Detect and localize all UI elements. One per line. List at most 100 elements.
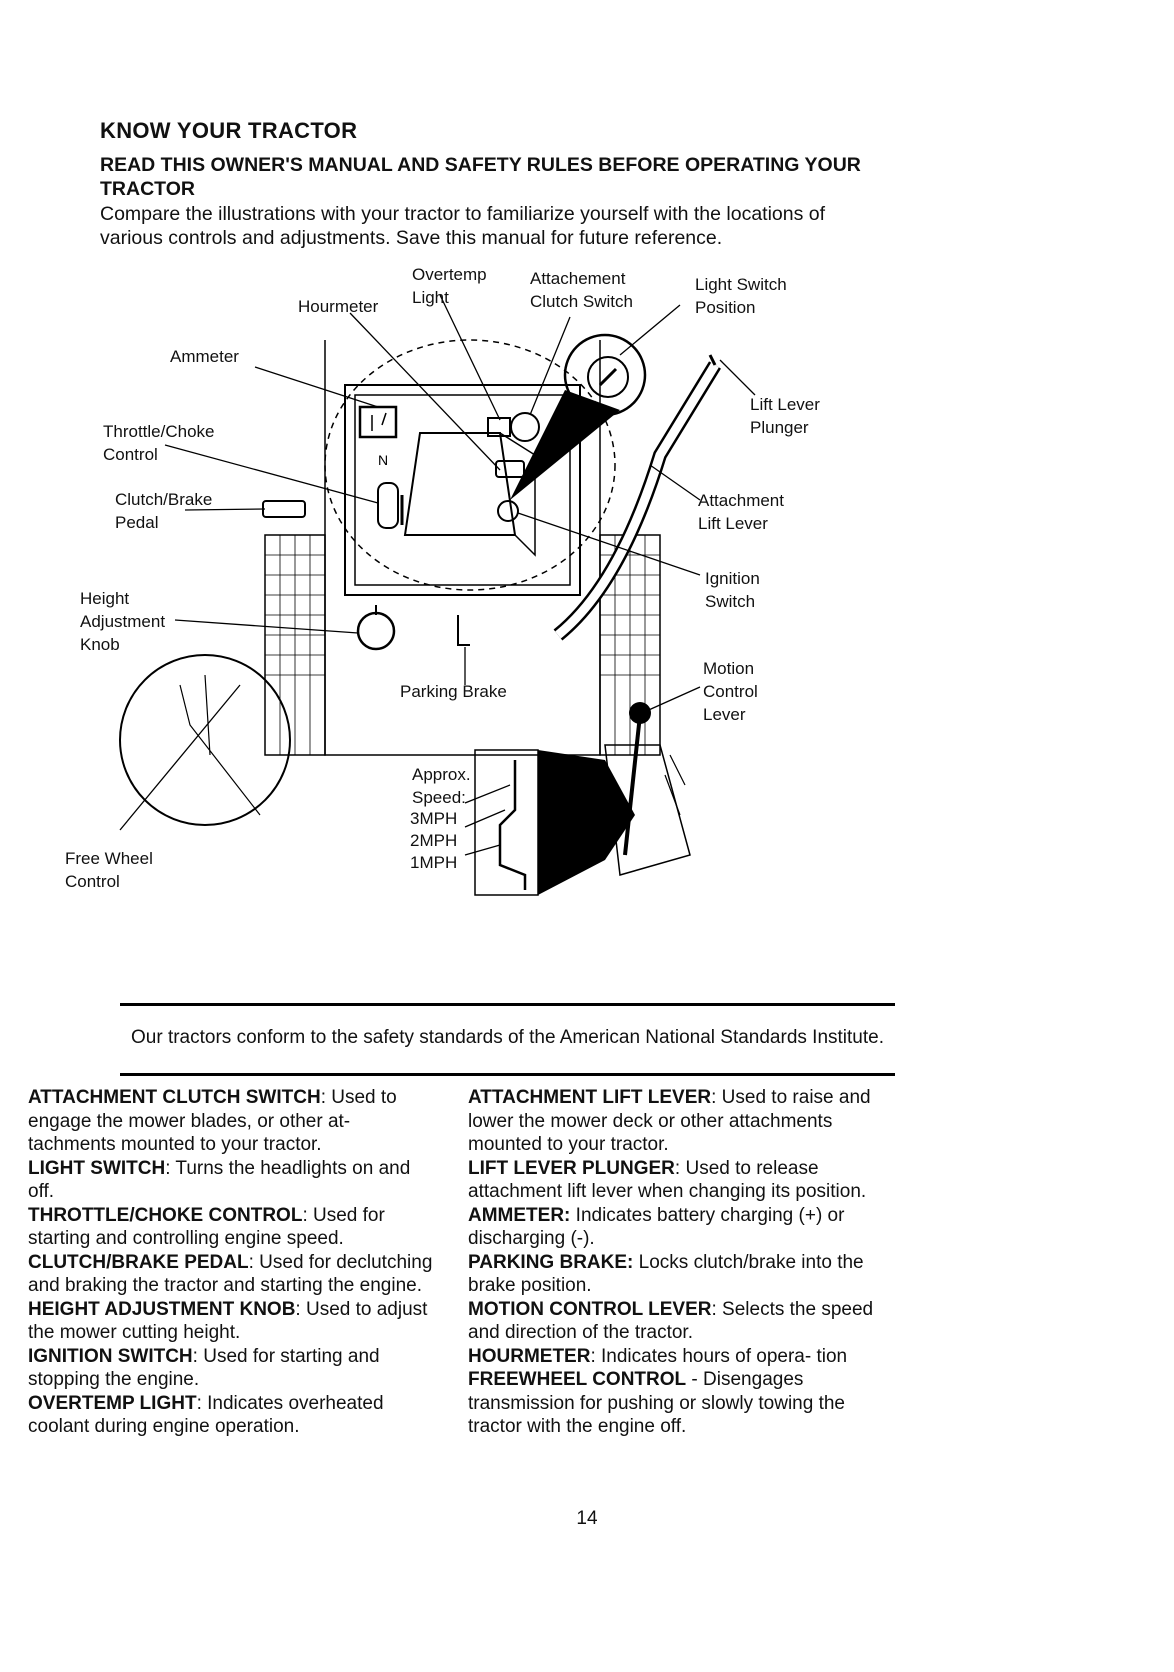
motion-lever-shape (623, 714, 642, 856)
definition-separator: : (302, 1204, 313, 1226)
definition-separator: : (196, 1392, 208, 1414)
definition-entry: HOURMETER: Indicates hours of opera- tio… (468, 1345, 878, 1369)
leader-light-switch (619, 304, 681, 356)
attachment-clutch-knob (510, 412, 540, 442)
leader-clutch-switch (529, 316, 571, 416)
leader-hourmeter (349, 312, 501, 471)
definition-text: Used to engage the mower blades, or othe… (28, 1087, 397, 1155)
dashboard-outline (344, 384, 581, 596)
leader-ignition (517, 512, 701, 576)
label-speed-1mph: 1MPH (410, 853, 458, 872)
label-lift-lever-plunger: Lift Lever Plunger (750, 395, 820, 437)
leader-throttle (164, 444, 379, 504)
label-speed-3mph: 3MPH (410, 809, 458, 828)
definition-entry: CLUTCH/BRAKE PEDAL: Used for declutching… (28, 1251, 438, 1298)
definition-term: HEIGHT ADJUSTMENT KNOB (28, 1298, 296, 1320)
leader-ammeter (254, 366, 379, 408)
definition-text: Selects the speed and direction of the t… (468, 1298, 874, 1344)
definition-text: Turns the headlights on and off. (28, 1157, 411, 1203)
leader-motion (641, 686, 701, 714)
definition-separator: - (686, 1369, 704, 1390)
clutch-pedal-shape (262, 500, 306, 518)
label-attachment-clutch-switch: Attachement Clutch Switch (530, 269, 633, 311)
definition-entry: LIGHT SWITCH: Turns the headlights on an… (28, 1157, 438, 1204)
left-definitions: ATTACHMENT CLUTCH SWITCH: Used to engage… (28, 1086, 438, 1439)
definition-term: AMMETER: (468, 1204, 571, 1226)
page-number: 14 (576, 1508, 598, 1529)
leader-freewheel (119, 684, 241, 831)
label-overtemp-light: Overtemp Light (412, 265, 487, 307)
definition-text: Indicates hours of opera- tion (601, 1345, 848, 1367)
hourmeter-shape (495, 460, 525, 478)
definition-separator: : (165, 1157, 176, 1179)
page-subtitle: READ THIS OWNER'S MANUAL AND SAFETY RULE… (100, 154, 861, 200)
label-clutch-brake-pedal: Clutch/Brake Pedal (115, 490, 213, 532)
dashboard-panel (354, 394, 571, 586)
definition-entry: FREEWHEEL CONTROL - Disengages transmiss… (468, 1368, 878, 1439)
definition-term: THROTTLE/CHOKE CONTROL (28, 1204, 303, 1226)
definition-entry: ATTACHMENT CLUTCH SWITCH: Used to engage… (28, 1086, 438, 1157)
label-attachment-lift-lever: Attachment Lift Lever (698, 491, 784, 533)
definition-text: Used for starting and controlling engine… (28, 1204, 385, 1250)
definition-separator: : (711, 1087, 722, 1108)
label-parking-brake: Parking Brake (400, 682, 507, 701)
definition-term: ATTACHMENT LIFT LEVER (468, 1087, 712, 1108)
zoom-wedge (510, 390, 620, 500)
definition-separator: : (320, 1087, 332, 1108)
label-free-wheel-control: Free Wheel Control (65, 849, 153, 891)
definition-entry: AMMETER: Indicates battery charging (+) … (468, 1204, 878, 1251)
definition-entry: HEIGHT ADJUSTMENT KNOB: Used to adjust t… (28, 1298, 438, 1345)
definition-term: LIGHT SWITCH (28, 1157, 166, 1179)
definition-entry: IGNITION SWITCH: Used for starting and s… (28, 1345, 438, 1392)
speed-gate-panel (474, 749, 539, 896)
intro-paragraph: Compare the illustrations with your trac… (100, 203, 826, 249)
definition-text: Indicates battery charging (+) or discha… (468, 1204, 845, 1250)
bottom-divider (120, 1073, 895, 1076)
label-ignition-switch: Ignition Switch (705, 569, 760, 611)
leader-height (174, 619, 359, 634)
definition-entry: LIFT LEVER PLUNGER: Used to release atta… (468, 1157, 878, 1204)
definition-term: HOURMETER (468, 1345, 591, 1367)
gear-neutral-label: N (378, 452, 388, 468)
steering-column (403, 432, 517, 536)
tractor-illustration: N (119, 294, 756, 896)
definition-entry: MOTION CONTROL LEVER: Selects the speed … (468, 1298, 878, 1345)
definition-separator: : (674, 1157, 686, 1179)
definition-separator: : (295, 1298, 306, 1320)
top-divider (120, 1003, 895, 1006)
definition-separator: : (248, 1251, 260, 1273)
definition-text: Used to release attachment lift lever wh… (468, 1157, 867, 1203)
definition-text: Used to adjust the mower cutting height. (28, 1298, 428, 1344)
definition-entry: THROTTLE/CHOKE CONTROL: Used for startin… (28, 1204, 438, 1251)
label-approx-speed: Approx. Speed: (412, 765, 471, 807)
definition-text: Used for declutching and braking the tra… (28, 1251, 433, 1297)
label-light-switch-position: Light Switch Position (695, 275, 787, 317)
definition-separator: : (590, 1345, 602, 1367)
throttle-lever (377, 482, 399, 529)
definition-text: Disengages transmission for pushing or s… (468, 1369, 846, 1437)
height-knob-shape (356, 611, 396, 651)
definition-term: CLUTCH/BRAKE PEDAL (28, 1251, 249, 1273)
definition-text: Locks clutch/brake into the brake positi… (468, 1251, 864, 1297)
definition-term: PARKING BRAKE: (468, 1251, 634, 1273)
page-title: KNOW YOUR TRACTOR (100, 118, 358, 143)
definition-term: MOTION CONTROL LEVER (468, 1298, 712, 1320)
definition-term: LIFT LEVER PLUNGER (468, 1157, 675, 1179)
leader-2mph (464, 809, 506, 828)
dash-circle (324, 339, 616, 591)
label-speed-2mph: 2MPH (410, 831, 458, 850)
definition-separator: : (711, 1298, 723, 1320)
label-motion-control-lever: Motion Control Lever (703, 659, 758, 724)
right-definitions: ATTACHMENT LIFT LEVER: Used to raise and… (468, 1086, 878, 1439)
speed-wedge (538, 750, 635, 895)
leader-plunger (719, 359, 756, 396)
label-height-adjustment-knob: Height Adjustment Knob (80, 589, 166, 654)
leader-1mph (464, 844, 501, 856)
leader-overtemp (439, 294, 501, 421)
standards-note: Our tractors conform to the safety stand… (131, 1027, 884, 1048)
definition-term: OVERTEMP LIGHT (28, 1392, 197, 1414)
definition-term: FREEWHEEL CONTROL (468, 1369, 687, 1390)
free-wheel-zoom (119, 654, 291, 826)
leader-pedal (184, 508, 266, 511)
